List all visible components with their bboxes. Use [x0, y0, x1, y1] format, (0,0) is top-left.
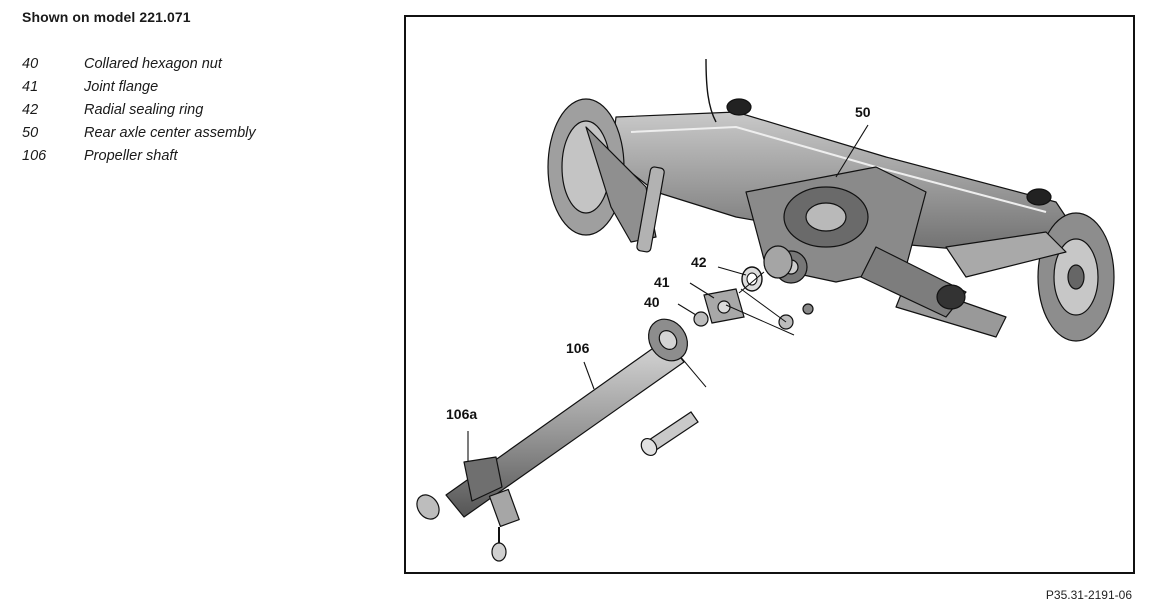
- propeller-shaft: [416, 318, 689, 527]
- legend-number: 41: [22, 79, 39, 95]
- legend-description: Joint flange: [84, 79, 159, 95]
- page-heading: Shown on model 221.071: [22, 9, 191, 25]
- callout-41: 41: [654, 274, 670, 290]
- exploded-view-figure: 50 42 41 40 106 106a: [404, 15, 1135, 574]
- exploded-view-drawing: 50 42 41 40 106 106a: [416, 58, 1115, 562]
- figure-reference: P35.31-2191-06: [1045, 588, 1132, 602]
- joint-flange: [703, 288, 745, 324]
- radial-sealing-ring: [741, 266, 763, 292]
- legend-description: Rear axle center assembly: [84, 125, 256, 141]
- callout-leaders: [467, 124, 869, 462]
- rear-axle-center-assembly: [547, 58, 1115, 342]
- legend-description: Radial sealing ring: [84, 102, 204, 118]
- callout-42: 42: [691, 254, 707, 270]
- legend-description: Collared hexagon nut: [84, 56, 222, 72]
- legend-number: 42: [22, 102, 39, 118]
- legend-number: 106: [22, 148, 47, 164]
- callout-106a: 106a: [446, 406, 477, 422]
- callout-106: 106: [566, 340, 590, 356]
- legend-number: 50: [22, 125, 39, 141]
- callout-50: 50: [855, 104, 871, 120]
- legend-number: 40: [22, 56, 39, 72]
- callout-40: 40: [644, 294, 660, 310]
- legend-description: Propeller shaft: [84, 148, 178, 164]
- mounting-bolts: [491, 411, 699, 562]
